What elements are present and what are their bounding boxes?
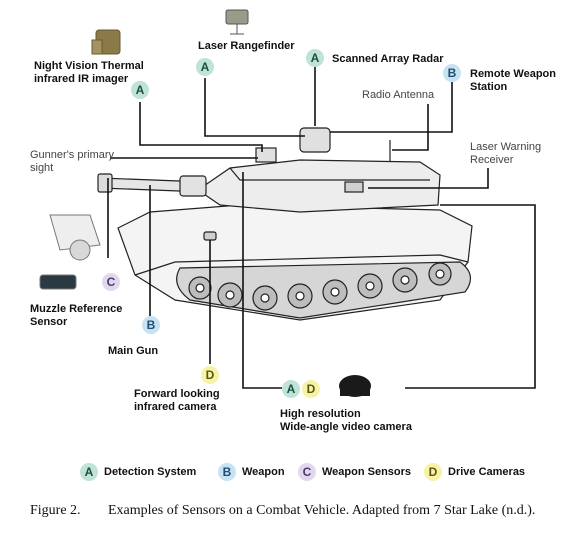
legend-badge-b: B: [218, 463, 236, 481]
caption-text: Examples of Sensors on a Combat Vehicle.…: [108, 503, 536, 518]
legend-label: Drive Cameras: [448, 466, 526, 478]
figure-number: Figure 2.: [30, 503, 81, 518]
video-camera-device-icon: [339, 375, 371, 397]
label-gunners-primary-sight: Gunner's primary sight: [30, 149, 115, 174]
label-muzzle-reference-sensor: Muzzle Reference Sensor: [30, 303, 123, 328]
label-scanned-array-radar: Scanned Array Radar: [332, 53, 444, 65]
legend-label: Detection System: [104, 466, 197, 478]
leader-laser-rangefinder: [204, 78, 305, 137]
tank-turret: [196, 159, 441, 213]
badge-high-res-camera-a: A: [282, 380, 300, 398]
badge-night-vision: A: [131, 81, 149, 99]
badge-laser-rangefinder: A: [196, 58, 214, 76]
label-high-res-camera: High resolution Wide-angle video camera: [280, 408, 412, 433]
legend-badge-a: A: [80, 463, 98, 481]
laser-rangefinder-device-icon: [225, 9, 249, 35]
legend-label: Weapon: [242, 466, 285, 478]
badge-high-res-camera-d: D: [302, 380, 320, 398]
figure-caption: Figure 2. Examples of Sensors on a Combat…: [30, 502, 550, 520]
label-forward-looking-ir: Forward looking infrared camera: [134, 388, 220, 413]
label-remote-weapon-station: Remote Weapon Station: [470, 68, 556, 93]
muzzle-reference-sensor-icon: [39, 214, 101, 290]
leader-laser-warning: [368, 168, 489, 189]
badge-main-gun: B: [142, 316, 160, 334]
label-night-vision: Night Vision Thermal infrared IR imager: [34, 60, 144, 85]
leader-rws: [330, 82, 453, 133]
legend: A Detection System B Weapon C Weapon Sen…: [80, 462, 540, 484]
leader-radio-antenna: [392, 104, 429, 151]
label-radio-antenna: Radio Antenna: [362, 89, 435, 101]
leader-hires-1: [242, 172, 282, 389]
badge-scanned-array-radar: A: [306, 49, 324, 67]
label-laser-warning-receiver: Laser Warning Receiver: [470, 141, 542, 166]
legend-badge-d: D: [424, 463, 442, 481]
badge-remote-weapon-station: B: [443, 64, 461, 82]
label-laser-rangefinder: Laser Rangefinder: [198, 40, 295, 52]
legend-badge-c: C: [298, 463, 316, 481]
badge-forward-looking-ir: D: [201, 366, 219, 384]
label-main-gun: Main Gun: [108, 345, 159, 357]
leader-night-vision: [139, 102, 263, 152]
badge-muzzle-reference-sensor: C: [102, 273, 120, 291]
legend-label: Weapon Sensors: [322, 466, 412, 478]
leader-hires-2: [405, 204, 536, 389]
night-vision-device-icon: [91, 29, 121, 55]
